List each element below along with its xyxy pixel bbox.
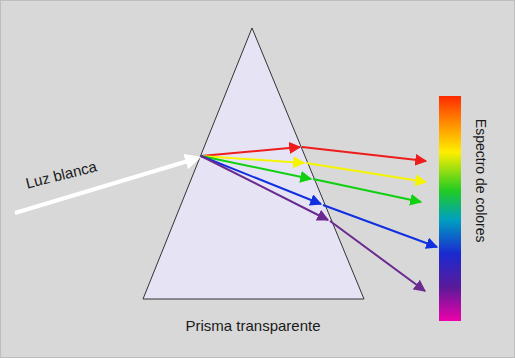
spectrum-label: Espectro de colores bbox=[472, 119, 487, 243]
dispersed-rays bbox=[201, 147, 437, 291]
color-spectrum-bar bbox=[439, 96, 461, 321]
white-light-ray bbox=[15, 158, 198, 213]
prism-label: Prisma transparente bbox=[185, 318, 320, 335]
light-label: Luz blanca bbox=[24, 158, 98, 192]
